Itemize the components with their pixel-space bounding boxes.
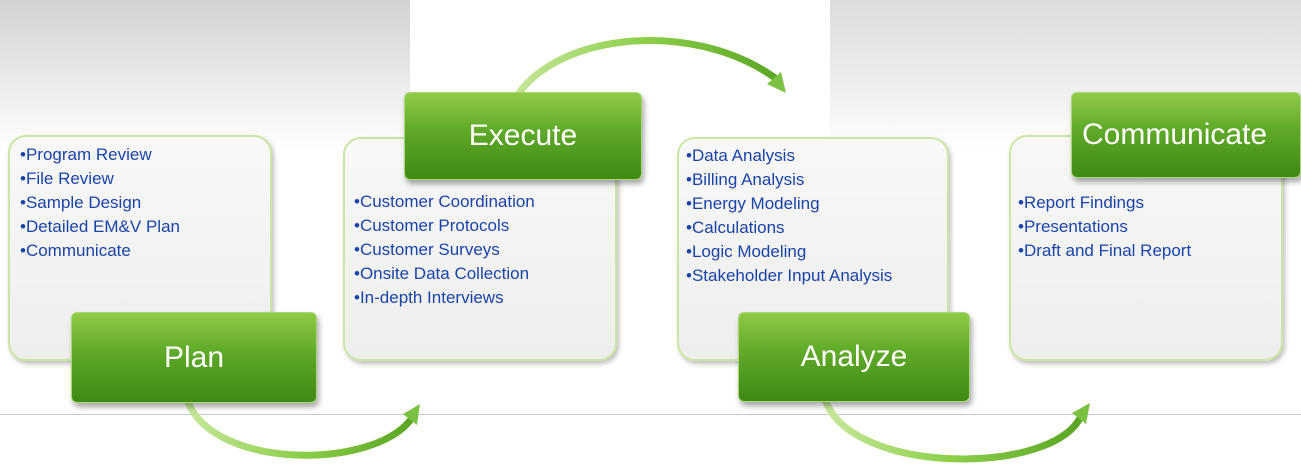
- arrow-plan-to-execute: [184, 398, 420, 459]
- plan-box: •Program Review •File Review •Sample Des…: [8, 135, 272, 361]
- list-item: •Customer Coordination: [354, 192, 535, 211]
- list-item: •Logic Modeling: [686, 242, 807, 261]
- execute-label: Execute: [404, 92, 642, 180]
- communicate-list: •Report Findings •Presentations •Draft a…: [1018, 191, 1191, 263]
- communicate-label: Communicate: [1071, 92, 1301, 178]
- arrow-analyze-to-communicate: [822, 398, 1090, 463]
- list-item: •Draft and Final Report: [1018, 241, 1192, 260]
- list-item: •Sample Design: [20, 193, 142, 212]
- execute-list: •Customer Coordination •Customer Protoco…: [354, 190, 535, 310]
- list-item: •Presentations: [1018, 217, 1128, 236]
- list-item: •Communicate: [20, 241, 131, 260]
- plan-label: Plan: [71, 312, 317, 403]
- list-item: •Billing Analysis: [686, 170, 805, 189]
- list-item: •Report Findings: [1018, 193, 1144, 212]
- analyze-list: •Data Analysis •Billing Analysis •Energy…: [686, 144, 892, 288]
- list-item: •Program Review: [20, 145, 152, 164]
- list-item: •Onsite Data Collection: [354, 264, 530, 283]
- list-item: •Energy Modeling: [686, 194, 820, 213]
- list-item: •Stakeholder Input Analysis: [686, 266, 893, 285]
- list-item: •In-depth Interviews: [354, 288, 504, 307]
- plan-list: •Program Review •File Review •Sample Des…: [20, 143, 180, 263]
- divider-line: [0, 414, 1301, 415]
- arrow-execute-to-analyze: [508, 36, 786, 109]
- list-item: •Detailed EM&V Plan: [20, 217, 180, 236]
- analyze-label: Analyze: [738, 312, 970, 402]
- list-item: •Data Analysis: [686, 146, 795, 165]
- list-item: •Customer Protocols: [354, 216, 510, 235]
- list-item: •File Review: [20, 169, 114, 188]
- list-item: •Customer Surveys: [354, 240, 500, 259]
- background-photo-left: [0, 0, 410, 150]
- list-item: •Calculations: [686, 218, 785, 237]
